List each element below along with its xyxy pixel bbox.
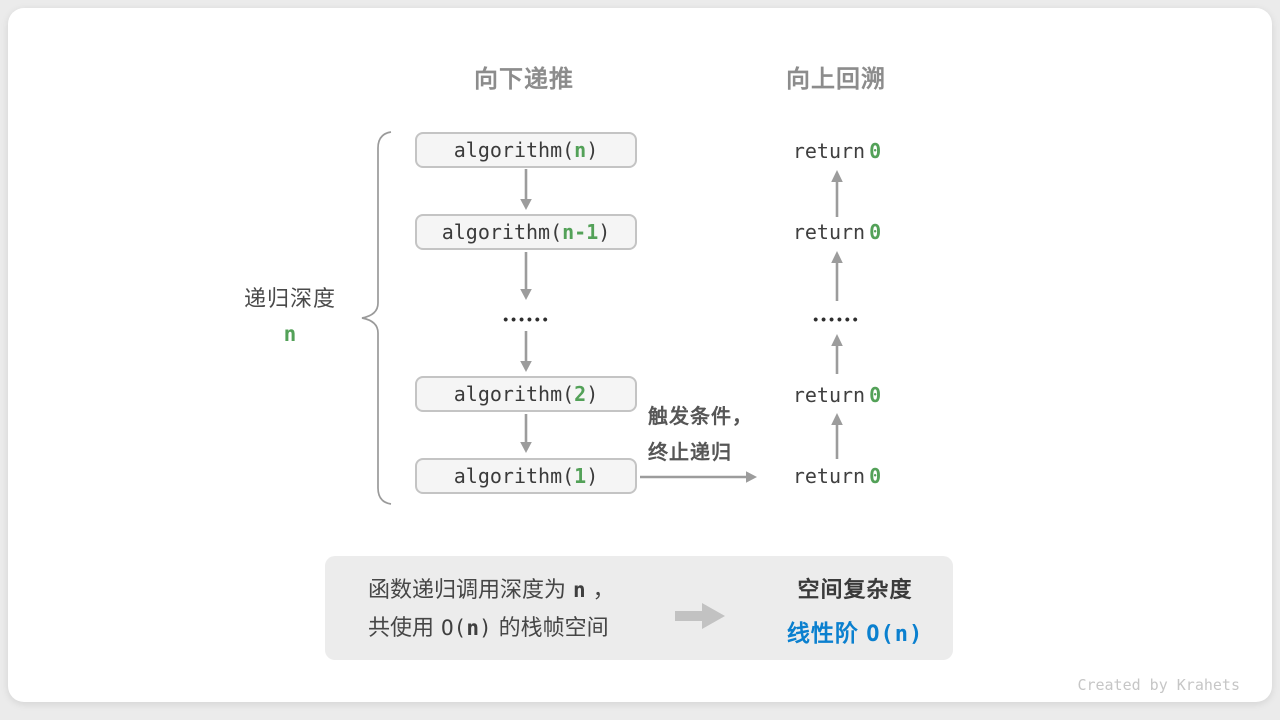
return-keyword: return — [792, 220, 866, 244]
summary-n: n — [573, 578, 586, 602]
big-o-open: O( — [441, 616, 467, 640]
summary-line2-tail: 的栈帧空间 — [498, 615, 609, 640]
recursion-depth-label: 递归深度 n — [228, 281, 352, 346]
frame-code: algorithm( — [453, 382, 575, 406]
ellipsis-right: •••••• — [813, 311, 861, 327]
conclusion: 空间复杂度 线性阶 O(n) — [765, 572, 945, 648]
frame-arg: 1 — [574, 464, 587, 488]
conclusion-big-o: O(n) — [866, 622, 924, 647]
base-case-line2: 终止递归 — [648, 442, 732, 464]
frame-arg: n — [574, 138, 587, 162]
recursion-depth-value: n — [283, 322, 297, 346]
header-upward-backtrack: 向上回溯 — [786, 66, 886, 93]
conclusion-title: 空间复杂度 — [797, 577, 913, 602]
frame-code: algorithm( — [453, 138, 575, 162]
implies-arrow-icon — [675, 603, 725, 629]
frame-arg: 2 — [574, 382, 587, 406]
return-keyword: return — [792, 464, 866, 488]
conclusion-label: 线性阶 — [786, 620, 859, 646]
ellipsis-left: •••••• — [503, 311, 551, 327]
recursion-depth-text: 递归深度 — [243, 286, 336, 311]
summary-line2-text: 共使用 — [368, 615, 435, 640]
conclusion-value: 线性阶 O(n) — [765, 614, 945, 648]
frame-code-close: ) — [586, 464, 599, 488]
frame-code-close: ) — [598, 220, 611, 244]
header-downward-recursion: 向下递推 — [474, 66, 574, 93]
frame-algorithm-n: algorithm(n) — [415, 132, 637, 168]
return-value: 0 — [869, 139, 882, 163]
frame-code-close: ) — [586, 138, 599, 162]
return-keyword: return — [792, 383, 866, 407]
base-case-note: 触发条件， 终止递归 — [648, 399, 753, 471]
return-value: 0 — [869, 220, 882, 244]
frame-code: algorithm( — [441, 220, 563, 244]
frame-code-close: ) — [586, 382, 599, 406]
summary-line1-text: 函数递归调用深度为 — [368, 577, 567, 602]
return-keyword: return — [792, 139, 866, 163]
frame-code: algorithm( — [453, 464, 575, 488]
big-o-expression: O(n) — [441, 615, 492, 640]
return-value: 0 — [869, 383, 882, 407]
big-o-close: ) — [478, 616, 492, 640]
frame-algorithm-1: algorithm(1) — [415, 458, 637, 494]
frame-algorithm-n-1: algorithm(n-1) — [415, 214, 637, 250]
big-o-n: n — [466, 616, 479, 640]
summary-line1-comma: ， — [592, 577, 615, 602]
frame-algorithm-2: algorithm(2) — [415, 376, 637, 412]
credit-text: Created by Krahets — [1077, 676, 1240, 694]
base-case-line1: 触发条件， — [648, 406, 753, 428]
frame-arg: n-1 — [562, 220, 599, 244]
return-value: 0 — [869, 464, 882, 488]
